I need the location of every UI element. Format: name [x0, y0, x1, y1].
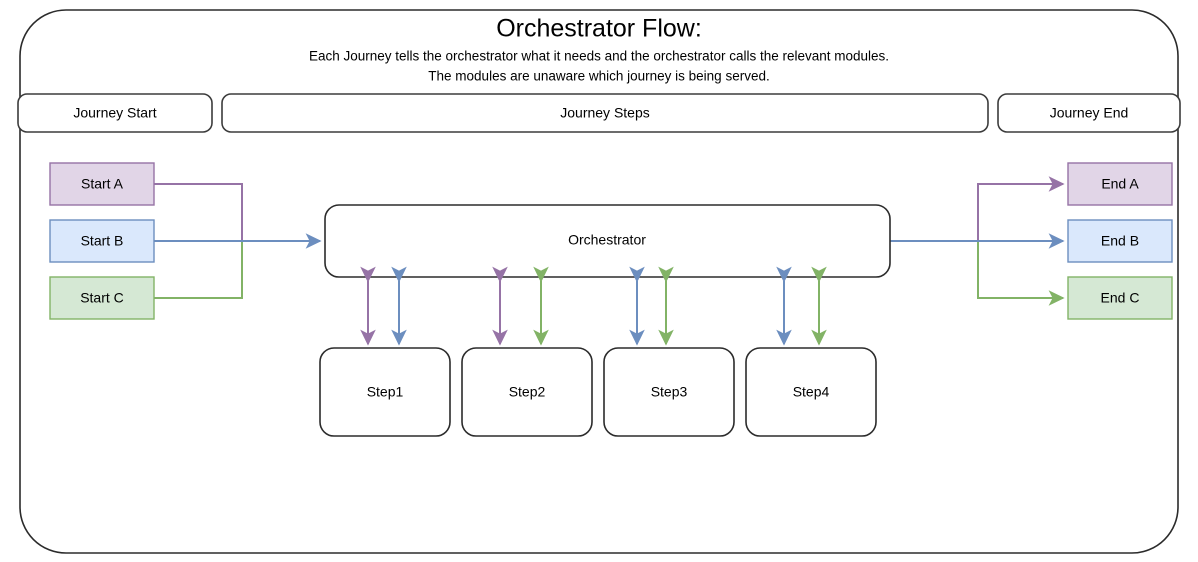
node-start-c-label: Start C — [80, 290, 124, 306]
node-step3-label: Step3 — [651, 384, 688, 400]
node-step1-label: Step1 — [367, 384, 404, 400]
diagram-title: Orchestrator Flow: — [496, 15, 702, 43]
node-end-b-box[interactable] — [1067, 219, 1173, 263]
node-end-a[interactable]: End A — [1067, 162, 1173, 206]
node-step3[interactable]: Step3 — [603, 347, 735, 437]
connector-start-a-to-orchestrator — [154, 183, 243, 241]
node-start-a-box[interactable] — [49, 162, 155, 206]
orchestrator-box[interactable] — [324, 204, 891, 278]
connector-orchestrator-to-end-c — [977, 241, 1065, 306]
header-journey-end: Journey End — [997, 93, 1181, 133]
node-start-b[interactable]: Start B — [49, 219, 155, 263]
diagram-outer-frame — [19, 9, 1179, 554]
step-nodes: Step1 Step2 Step3 Step4 — [319, 347, 877, 437]
node-step2-label: Step2 — [509, 384, 546, 400]
header-journey-start-label: Journey Start — [73, 105, 156, 121]
header-journey-end-box — [997, 93, 1181, 133]
node-start-c-box[interactable] — [49, 276, 155, 320]
node-step2[interactable]: Step2 — [461, 347, 593, 437]
node-start-a[interactable]: Start A — [49, 162, 155, 206]
header-journey-steps-box — [221, 93, 989, 133]
start-to-orchestrator-connectors — [154, 183, 322, 299]
node-end-c[interactable]: End C — [1067, 276, 1173, 320]
node-end-a-label: End A — [1101, 176, 1139, 192]
node-step1-box[interactable] — [319, 347, 451, 437]
node-step4-label: Step4 — [793, 384, 830, 400]
connector-start-c-to-orchestrator — [154, 241, 243, 299]
end-nodes: End A End B End C — [1067, 162, 1173, 320]
node-step4[interactable]: Step4 — [745, 347, 877, 437]
orchestrator-to-end-connectors — [890, 176, 1065, 306]
node-start-a-label: Start A — [81, 176, 124, 192]
node-step2-box[interactable] — [461, 347, 593, 437]
node-step3-box[interactable] — [603, 347, 735, 437]
diagram-subtitle-line-2: The modules are unaware which journey is… — [428, 69, 769, 84]
node-start-b-label: Start B — [81, 233, 124, 249]
diagram-subtitle-line-1: Each Journey tells the orchestrator what… — [309, 49, 889, 64]
header-journey-start: Journey Start — [17, 93, 213, 133]
node-step4-box[interactable] — [745, 347, 877, 437]
orchestrator-node[interactable]: Orchestrator — [324, 204, 891, 278]
node-end-c-box[interactable] — [1067, 276, 1173, 320]
orchestrator-step-arrows — [360, 266, 827, 346]
header-journey-steps: Journey Steps — [221, 93, 989, 133]
connector-orchestrator-to-end-a — [977, 176, 1065, 241]
node-end-a-box[interactable] — [1067, 162, 1173, 206]
header-lanes: Journey Start Journey Steps Journey End — [17, 93, 1181, 133]
node-start-c[interactable]: Start C — [49, 276, 155, 320]
node-end-b-label: End B — [1101, 233, 1139, 249]
orchestrator-label: Orchestrator — [568, 232, 646, 248]
start-nodes: Start A Start B Start C — [49, 162, 155, 320]
header-journey-steps-label: Journey Steps — [560, 105, 650, 121]
header-journey-end-label: Journey End — [1050, 105, 1129, 121]
node-end-c-label: End C — [1101, 290, 1140, 306]
node-step1[interactable]: Step1 — [319, 347, 451, 437]
node-start-b-box[interactable] — [49, 219, 155, 263]
header-journey-start-box — [17, 93, 213, 133]
node-end-b[interactable]: End B — [1067, 219, 1173, 263]
